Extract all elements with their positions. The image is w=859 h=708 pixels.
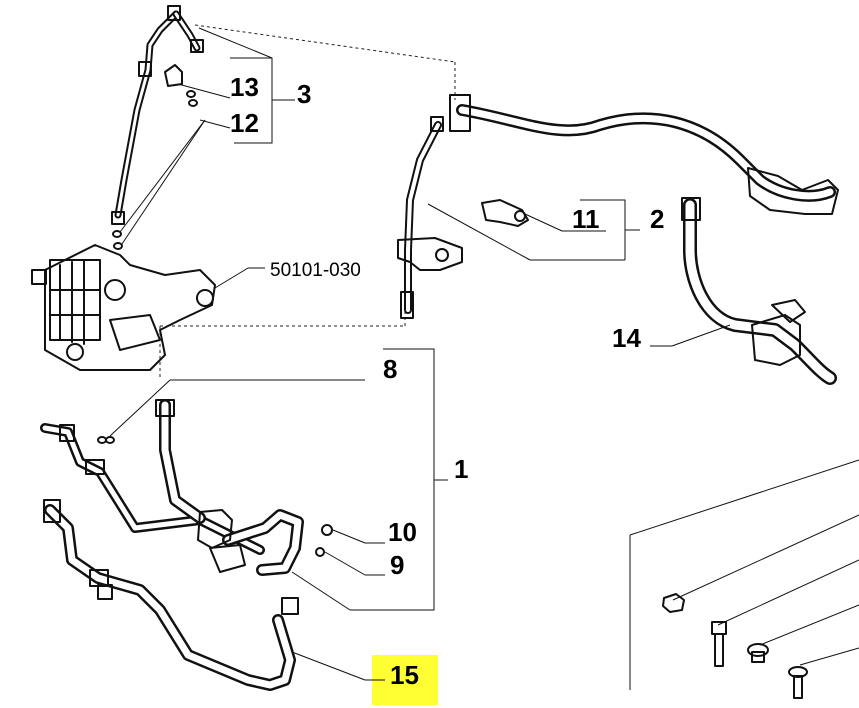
leaders-3-13-12 bbox=[119, 27, 295, 245]
callout-9: 9 bbox=[390, 550, 404, 580]
hose-part-14 bbox=[650, 197, 837, 385]
pipe-part-3 bbox=[111, 5, 204, 250]
hose-part-1 bbox=[40, 348, 448, 611]
callout-1: 1 bbox=[454, 454, 468, 484]
callout-10: 10 bbox=[388, 517, 417, 547]
pipe-part-2 bbox=[397, 94, 839, 319]
callout-11: 11 bbox=[572, 204, 600, 234]
callout-2: 2 bbox=[650, 204, 664, 234]
callout-8: 8 bbox=[383, 354, 397, 384]
hose-part-15 bbox=[43, 499, 385, 691]
callout-15: 15 bbox=[390, 660, 419, 690]
callout-50101-030: 50101-030 bbox=[270, 260, 361, 281]
callout-14: 14 bbox=[612, 323, 641, 353]
hardware-inset bbox=[629, 459, 859, 699]
valve-block bbox=[31, 244, 265, 371]
callout-labels: 3 13 12 50101-030 11 2 14 8 1 10 9 15 bbox=[230, 72, 664, 690]
callout-12: 12 bbox=[230, 108, 259, 138]
callout-3: 3 bbox=[297, 79, 311, 109]
callout-13: 13 bbox=[230, 72, 259, 102]
